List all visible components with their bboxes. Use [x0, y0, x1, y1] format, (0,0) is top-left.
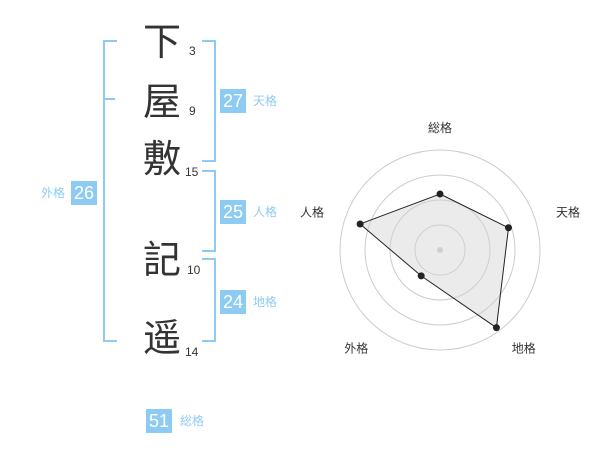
radar-point-3 — [492, 324, 500, 332]
gaikaku-bracket — [103, 40, 117, 342]
chikaku-bracket — [202, 258, 216, 342]
jinkaku-value-badge: 25 — [220, 200, 247, 224]
radar-data-polygon — [359, 193, 510, 329]
radar-point-1 — [436, 190, 444, 198]
stroke-count-5: 14 — [185, 345, 199, 359]
name-char-2: 屋 — [143, 80, 182, 124]
jinkaku-bracket — [202, 170, 216, 252]
tenkaku-label: 天格 — [253, 94, 278, 108]
stroke-count-2: 9 — [189, 104, 196, 118]
jinkaku-label: 人格 — [253, 205, 278, 219]
name-char-3: 敷 — [143, 137, 182, 181]
soukaku-value-badge: 51 — [146, 409, 173, 433]
stroke-count-4: 10 — [187, 263, 201, 277]
gaikaku-bracket-tick — [103, 98, 115, 100]
radar-axis-label-1: 総格 — [428, 120, 452, 135]
chikaku-value-badge: 24 — [220, 290, 247, 314]
radar-axis-label-5: 人格 — [300, 204, 324, 219]
name-char-4: 記 — [143, 238, 182, 282]
radar-axis-label-4: 外格 — [344, 341, 368, 356]
radar-axis-label-2: 天格 — [556, 204, 580, 219]
radar-point-5 — [356, 220, 364, 228]
tenkaku-bracket — [202, 40, 216, 162]
name-char-1: 下 — [143, 20, 182, 64]
radar-point-2 — [504, 224, 512, 232]
radar-grid-ring — [339, 149, 541, 351]
radar-axis-label-3: 地格 — [512, 341, 536, 356]
gaikaku-value-badge: 26 — [71, 181, 98, 205]
tenkaku-value-badge: 27 — [220, 89, 247, 113]
radar-center-dot — [437, 247, 443, 253]
name-char-5: 遥 — [143, 316, 182, 360]
stroke-count-3: 15 — [185, 165, 199, 179]
radar-point-4 — [417, 272, 425, 280]
gaikaku-label: 外格 — [41, 186, 66, 200]
soukaku-label: 総格 — [180, 414, 205, 428]
stroke-count-1: 3 — [189, 44, 196, 58]
radar-grid-ring — [364, 174, 516, 326]
chikaku-label: 地格 — [253, 295, 278, 309]
radar-grid-ring — [414, 224, 466, 276]
